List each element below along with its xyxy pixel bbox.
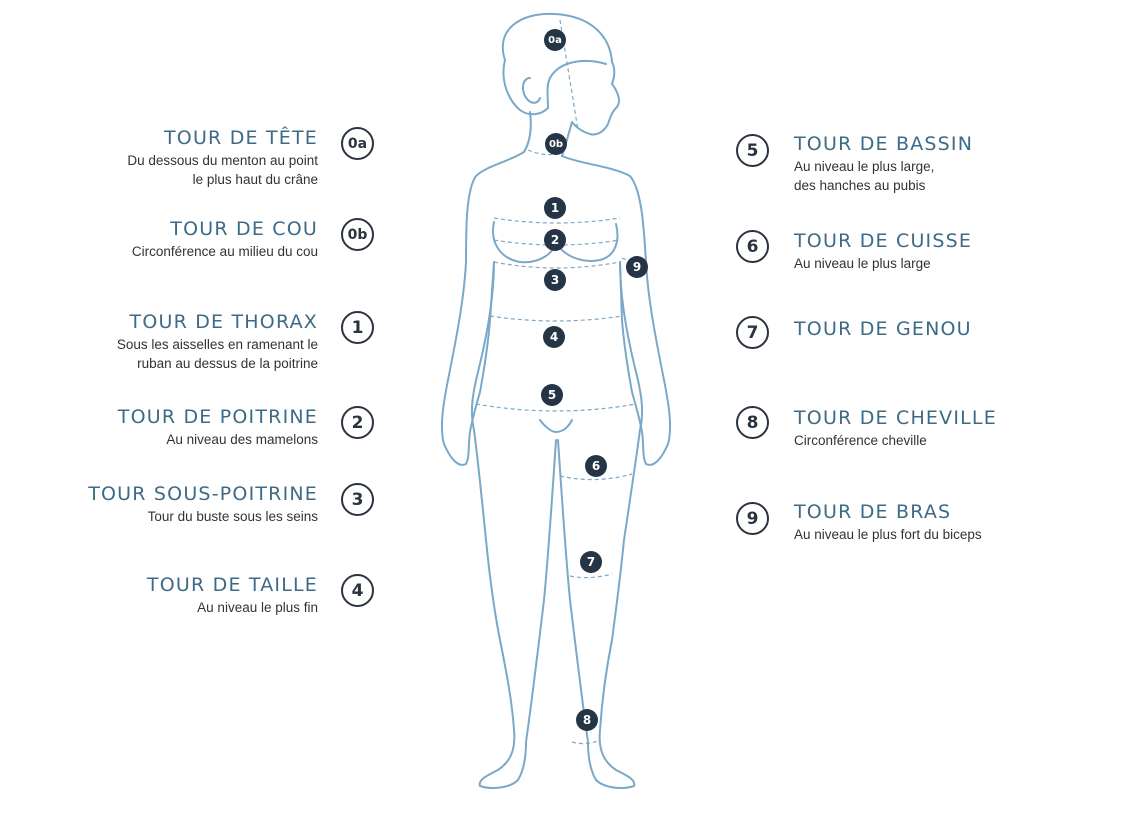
label-title: TOUR DE BRAS xyxy=(794,501,952,523)
number-circle-0a: 0a xyxy=(341,127,374,160)
body-marker-0b: 0b xyxy=(545,133,567,155)
torso-outline xyxy=(440,151,525,466)
body-marker-8: 8 xyxy=(576,709,598,731)
body-marker-9: 9 xyxy=(626,256,648,278)
hair-outline xyxy=(502,59,607,116)
line-6 xyxy=(559,473,633,481)
label-desc: Au niveau le plus fin xyxy=(197,600,318,615)
label-tour-de-poitrine: TOUR DE POITRINE Au niveau des mamelons xyxy=(0,406,318,449)
number-circle-3: 3 xyxy=(341,483,374,516)
number-circle-1: 1 xyxy=(341,311,374,344)
label-tour-sous-poitrine: TOUR SOUS-POITRINE Tour du buste sous le… xyxy=(0,483,318,526)
label-desc: Du dessous du menton au point le plus ha… xyxy=(127,153,318,187)
line-4 xyxy=(489,315,623,322)
body-marker-3: 3 xyxy=(544,269,566,291)
body-marker-2: 2 xyxy=(544,229,566,251)
label-title: TOUR DE POITRINE xyxy=(117,406,318,428)
number-circle-0b: 0b xyxy=(341,218,374,251)
label-title: TOUR DE CHEVILLE xyxy=(794,407,997,429)
label-title: TOUR DE BASSIN xyxy=(794,133,974,155)
line-9 xyxy=(621,257,649,262)
label-title: TOUR DE GENOU xyxy=(794,318,972,340)
label-desc: Au niveau le plus large, des hanches au … xyxy=(794,159,935,193)
number-circle-2: 2 xyxy=(341,406,374,439)
bust-right xyxy=(555,223,619,262)
line-7 xyxy=(569,573,613,579)
label-desc: Circonférence cheville xyxy=(794,433,927,448)
line-8 xyxy=(571,739,601,745)
body-marker-1: 1 xyxy=(544,197,566,219)
line-neck xyxy=(527,149,565,156)
label-tour-de-bras: TOUR DE BRAS Au niveau le plus fort du b… xyxy=(794,501,1124,544)
label-tour-de-cheville: TOUR DE CHEVILLE Circonférence cheville xyxy=(794,407,1124,450)
line-1 xyxy=(493,217,621,224)
label-title: TOUR DE TAILLE xyxy=(146,574,318,596)
label-desc: Au niveau des mamelons xyxy=(166,432,318,447)
label-tour-de-tete: TOUR DE TÊTE Du dessous du menton au poi… xyxy=(0,127,318,189)
label-tour-de-thorax: TOUR DE THORAX Sous les aisselles en ram… xyxy=(0,311,318,373)
number-circle-7: 7 xyxy=(736,316,769,349)
label-tour-de-cuisse: TOUR DE CUISSE Au niveau le plus large xyxy=(794,230,1124,273)
body-marker-0a: 0a xyxy=(544,29,566,51)
label-tour-de-taille: TOUR DE TAILLE Au niveau le plus fin xyxy=(0,574,318,617)
number-circle-9: 9 xyxy=(736,502,769,535)
label-desc: Au niveau le plus large xyxy=(794,256,931,271)
ear-outline xyxy=(522,77,541,104)
number-circle-4: 4 xyxy=(341,574,374,607)
waist-hip-right xyxy=(557,261,644,789)
label-desc: Sous les aisselles en ramenant le ruban … xyxy=(116,337,318,371)
line-3 xyxy=(493,261,621,269)
label-title: TOUR DE CUISSE xyxy=(794,230,973,252)
label-title: TOUR DE TÊTE xyxy=(163,127,318,149)
waist-hip-left xyxy=(470,261,557,789)
line-2 xyxy=(493,239,621,246)
number-circle-5: 5 xyxy=(736,134,769,167)
label-title: TOUR SOUS-POITRINE xyxy=(88,483,318,505)
number-circle-6: 6 xyxy=(736,230,769,263)
body-marker-7: 7 xyxy=(580,551,602,573)
label-desc: Au niveau le plus fort du biceps xyxy=(794,527,982,542)
label-desc: Tour du buste sous les seins xyxy=(147,509,318,524)
neck-left xyxy=(523,111,532,153)
label-desc: Circonférence au milieu du cou xyxy=(131,244,318,259)
label-tour-de-bassin: TOUR DE BASSIN Au niveau le plus large, … xyxy=(794,133,1124,195)
body-marker-6: 6 xyxy=(585,455,607,477)
line-head xyxy=(559,19,579,131)
label-tour-de-cou: TOUR DE COU Circonférence au milieu du c… xyxy=(0,218,318,261)
torso-outline-right xyxy=(561,155,672,466)
body-marker-4: 4 xyxy=(543,326,565,348)
body-marker-5: 5 xyxy=(541,384,563,406)
label-title: TOUR DE COU xyxy=(170,218,318,240)
head-outline xyxy=(502,12,620,157)
label-title: TOUR DE THORAX xyxy=(129,311,318,333)
label-tour-de-genou: TOUR DE GENOU xyxy=(794,318,1124,342)
number-circle-8: 8 xyxy=(736,406,769,439)
line-5 xyxy=(475,403,637,412)
crotch xyxy=(539,419,573,433)
